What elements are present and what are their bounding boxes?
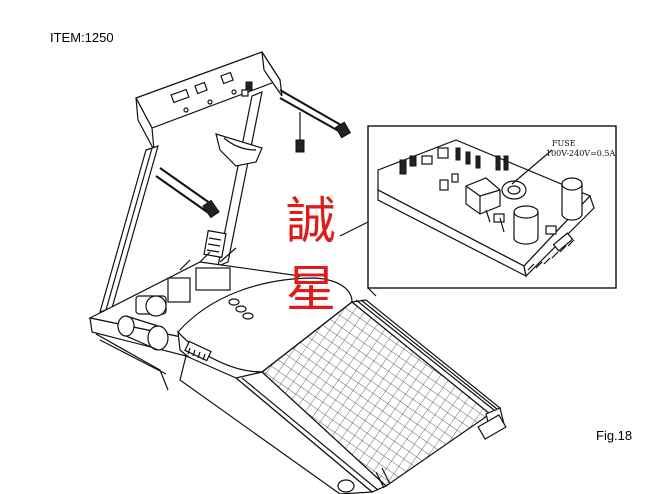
console — [99, 51, 352, 313]
running-deck — [179, 299, 507, 494]
motor-hood — [177, 277, 353, 387]
base-frame — [88, 247, 302, 391]
fuse-rating: 100V-240V=0.5A — [546, 149, 615, 158]
item-label: ITEM:1250 — [50, 30, 114, 45]
watermark-char-2: 星 — [286, 260, 336, 318]
figure-label: Fig.18 — [596, 428, 633, 443]
watermark-char-1: 誠 — [286, 192, 336, 250]
fuse-label: FUSE — [552, 139, 576, 148]
pcb-callout: FUSE 100V-240V=0.5A — [339, 125, 617, 297]
